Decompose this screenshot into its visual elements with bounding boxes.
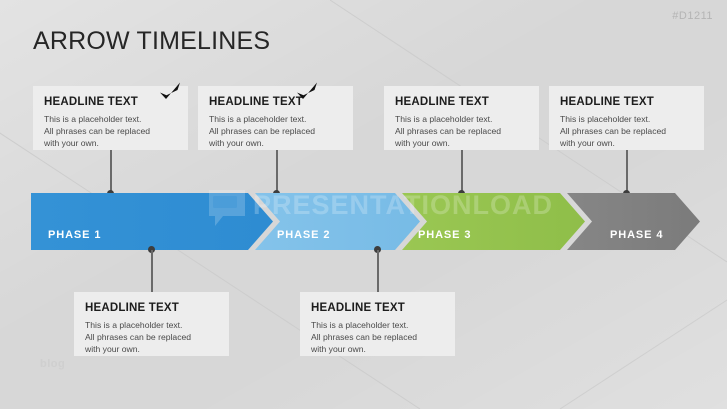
checkmark-icon: [294, 79, 320, 105]
connector-dot-bottom-1: [148, 246, 155, 253]
card-title: HEADLINE TEXT: [85, 302, 179, 314]
phase-label-4: PHASE 4: [610, 229, 664, 241]
phase-shape-4: [567, 193, 700, 250]
bottom-card-2[interactable]: HEADLINE TEXT This is a placeholder text…: [300, 292, 455, 356]
phase-shape-2: [255, 193, 420, 250]
card-body: This is a placeholder text. All phrases …: [311, 320, 418, 355]
top-card-3[interactable]: HEADLINE TEXT This is a placeholder text…: [384, 86, 539, 150]
phase-shape-1: [31, 193, 273, 250]
top-card-4[interactable]: HEADLINE TEXT This is placeholder text. …: [549, 86, 704, 150]
connector-line-top-2: [276, 150, 278, 195]
document-id: #D1211: [672, 10, 713, 22]
card-body: This is a placeholder text. All phrases …: [44, 114, 151, 149]
card-title: HEADLINE TEXT: [311, 302, 405, 314]
top-card-2[interactable]: HEADLINE TEXT This is a placeholder text…: [198, 86, 353, 150]
card-body: This is a placeholder text. All phrases …: [209, 114, 316, 149]
phase-label-3: PHASE 3: [418, 229, 472, 241]
connector-line-top-1: [110, 150, 112, 195]
card-body: This is a placeholder text. All phrases …: [395, 114, 502, 149]
card-body: This is placeholder text. All phrases ca…: [560, 114, 667, 149]
connector-line-top-4: [626, 150, 628, 195]
card-body: This is a placeholder text. All phrases …: [85, 320, 192, 355]
phase-shape-3: [402, 193, 585, 250]
connector-line-bottom-2: [377, 250, 379, 292]
top-card-1[interactable]: HEADLINE TEXT This is a placeholder text…: [33, 86, 188, 150]
card-title: HEADLINE TEXT: [560, 96, 654, 108]
connector-line-bottom-1: [151, 250, 153, 292]
connector-line-top-3: [461, 150, 463, 195]
bottom-card-1[interactable]: HEADLINE TEXT This is a placeholder text…: [74, 292, 229, 356]
checkmark-icon: [157, 79, 183, 105]
connector-dot-bottom-2: [374, 246, 381, 253]
card-title: HEADLINE TEXT: [209, 96, 303, 108]
phase-label-2: PHASE 2: [277, 229, 331, 241]
card-title: HEADLINE TEXT: [44, 96, 138, 108]
phase-label-1: PHASE 1: [48, 229, 102, 241]
page-title: ARROW TIMELINES: [33, 27, 271, 55]
card-title: HEADLINE TEXT: [395, 96, 489, 108]
blog-watermark: blog: [40, 358, 66, 370]
